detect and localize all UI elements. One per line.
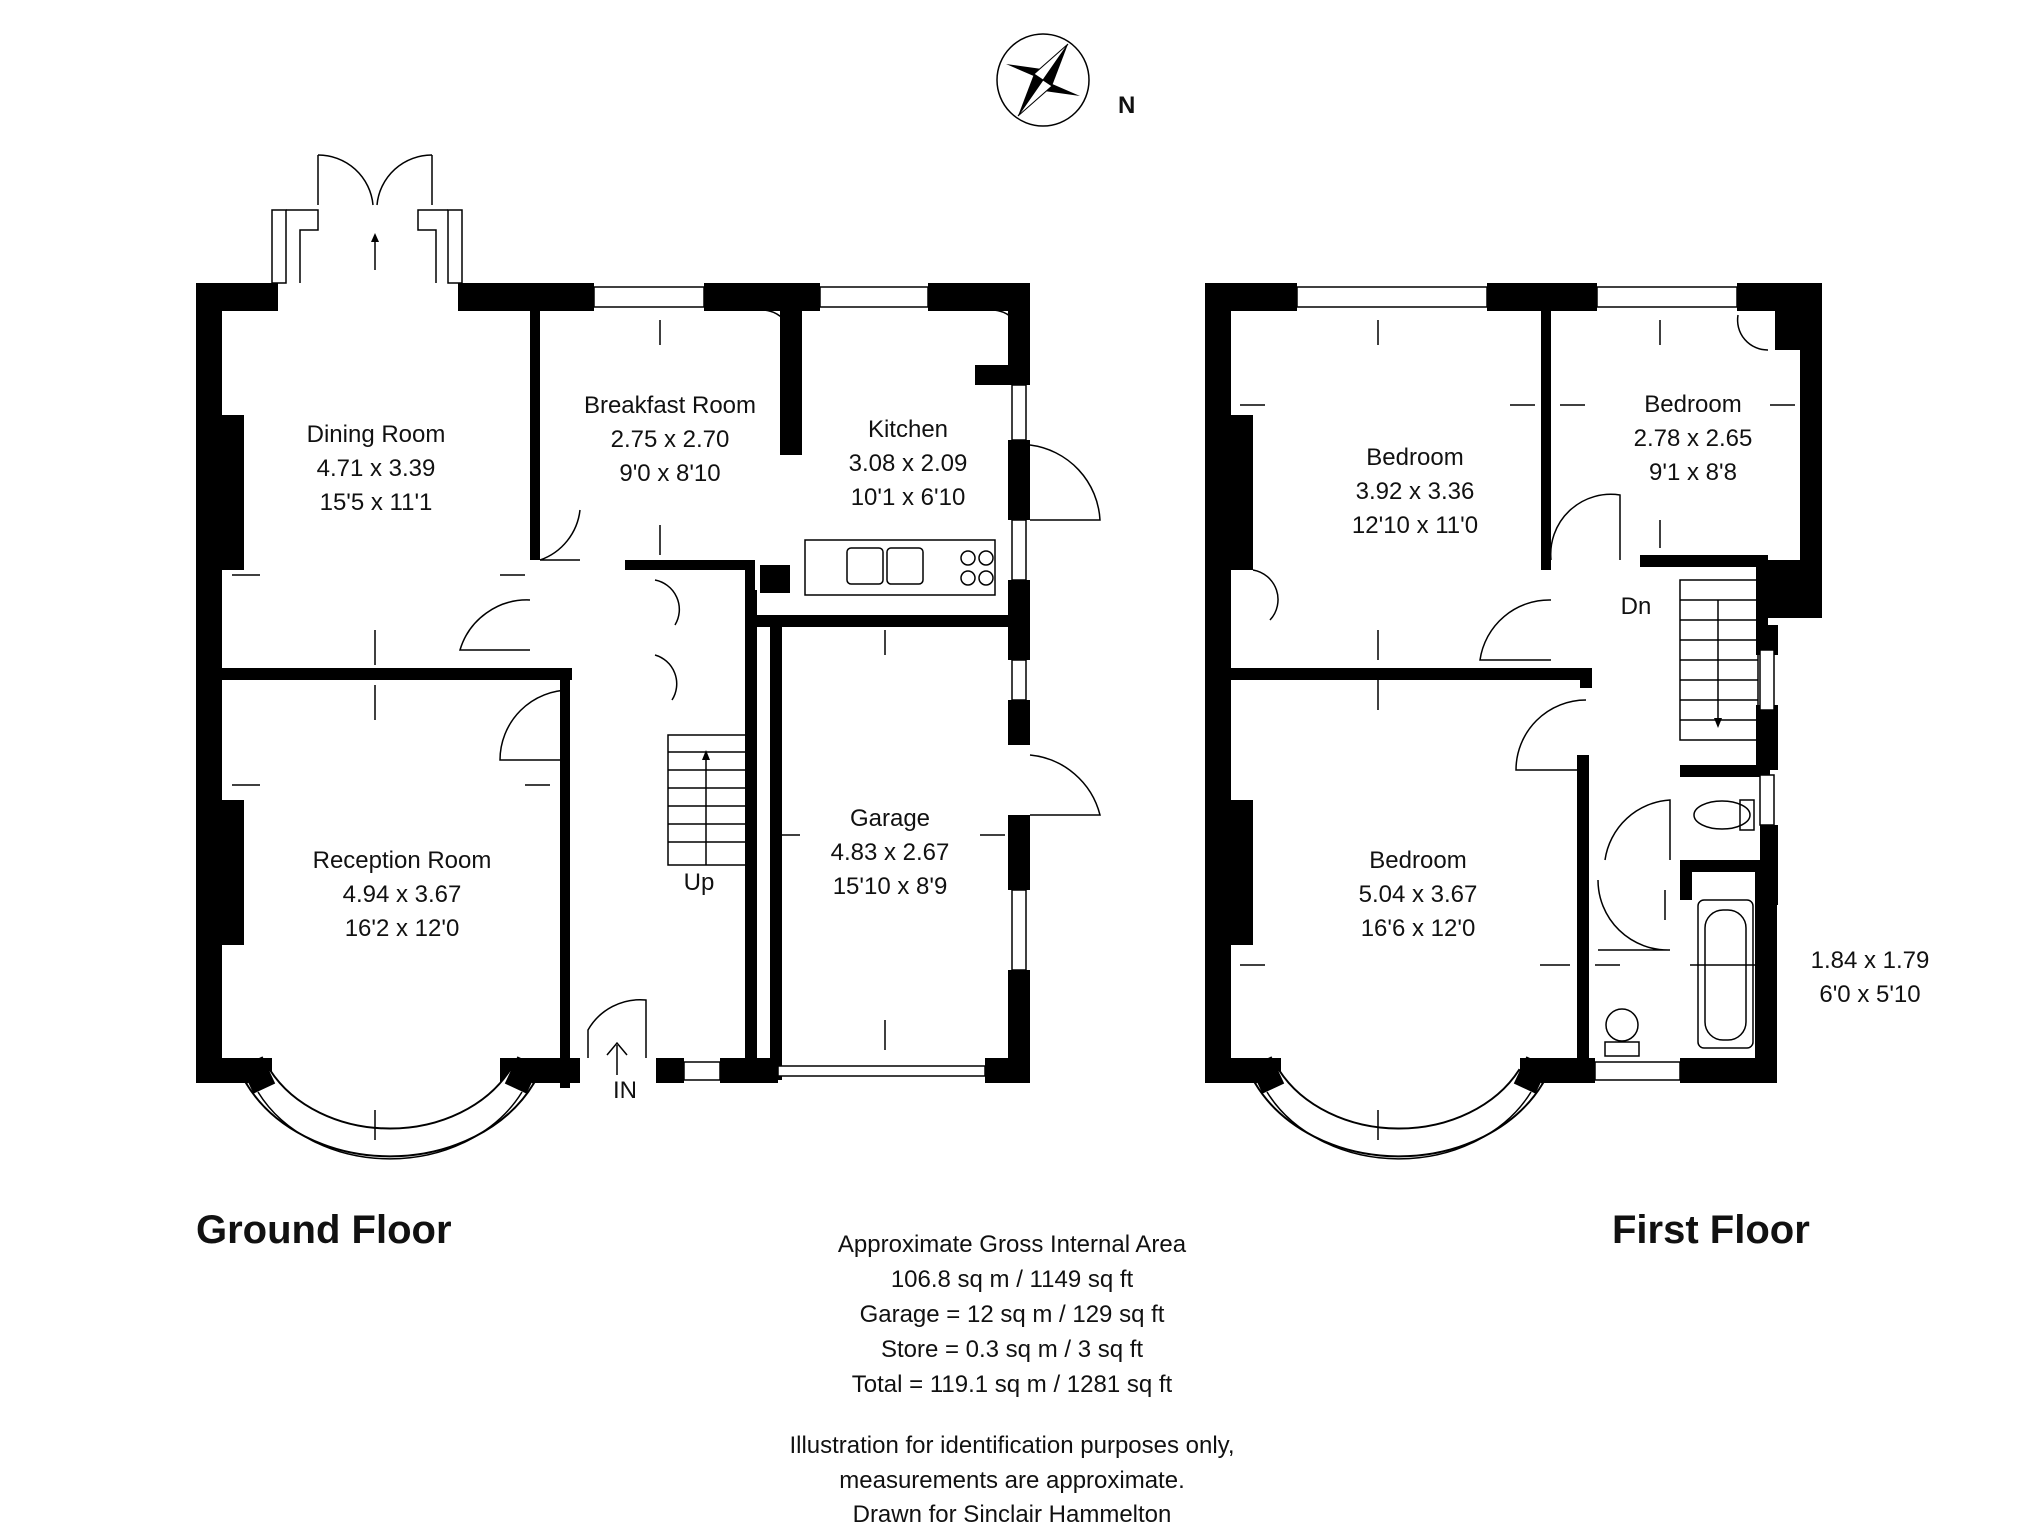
room-label-bedroom-2: Bedroom 2.78 x 2.65 9'1 x 8'8 xyxy=(1634,391,1753,486)
room-name: Garage xyxy=(850,805,930,832)
room-imperial: 10'1 x 6'10 xyxy=(851,484,966,511)
first-floor-stairs xyxy=(1679,579,1759,741)
ground-floor-walls xyxy=(196,283,1030,1088)
ground-floor-windows xyxy=(593,286,1027,1081)
area-line: Store = 0.3 sq m / 3 sq ft xyxy=(881,1336,1143,1363)
area-summary: Approximate Gross Internal Area 106.8 sq… xyxy=(838,1231,1187,1398)
area-line: Garage = 12 sq m / 129 sq ft xyxy=(860,1301,1165,1328)
room-label-garage: Garage 4.83 x 2.67 15'10 x 8'9 xyxy=(831,805,950,900)
room-imperial: 16'6 x 12'0 xyxy=(1361,915,1476,942)
disclaimer-line: measurements are approximate. xyxy=(839,1467,1185,1494)
room-name: Bedroom xyxy=(1369,847,1466,874)
room-label-bedroom-3: Bedroom 5.04 x 3.67 16'6 x 12'0 xyxy=(1359,847,1478,942)
room-imperial: 15'10 x 8'9 xyxy=(833,873,948,900)
room-label-reception-room: Reception Room 4.94 x 3.67 16'2 x 12'0 xyxy=(313,847,492,942)
disclaimer-line: Drawn for Sinclair Hammelton xyxy=(853,1501,1172,1525)
room-imperial: 16'2 x 12'0 xyxy=(345,915,460,942)
room-imperial: 12'10 x 11'0 xyxy=(1352,512,1478,539)
room-metric: 3.08 x 2.09 xyxy=(849,450,968,477)
disclaimer-line: Illustration for identification purposes… xyxy=(789,1432,1234,1459)
room-imperial: 9'0 x 8'10 xyxy=(619,460,720,487)
room-metric: 4.83 x 2.67 xyxy=(831,839,950,866)
compass-rose-icon xyxy=(996,33,1090,127)
room-name: Dining Room xyxy=(307,421,446,448)
kitchen-worktop xyxy=(804,539,996,596)
first-floor-dimension-arrows xyxy=(1240,320,1795,1140)
first-floor-title: First Floor xyxy=(1612,1208,1810,1252)
room-metric: 2.78 x 2.65 xyxy=(1634,425,1753,452)
entrance-arrow-icon xyxy=(606,1041,628,1075)
room-imperial: 6'0 x 5'10 xyxy=(1819,981,1920,1008)
room-name: Breakfast Room xyxy=(584,392,756,419)
disclaimer: Illustration for identification purposes… xyxy=(789,1432,1234,1525)
ground-floor-doors xyxy=(458,309,1101,1058)
room-name: Reception Room xyxy=(313,847,492,874)
room-label-bathroom: 1.84 x 1.79 6'0 x 5'10 xyxy=(1811,947,1930,1008)
room-metric: 4.71 x 3.39 xyxy=(317,455,436,482)
room-label-dining-room: Dining Room 4.71 x 3.39 15'5 x 11'1 xyxy=(307,421,446,516)
stairs-down-label: Dn xyxy=(1621,593,1652,620)
north-label: N xyxy=(1118,92,1135,119)
ground-floor-title: Ground Floor xyxy=(196,1208,452,1252)
room-name: Bedroom xyxy=(1366,444,1463,471)
stairs-up-label: Up xyxy=(684,869,715,896)
ground-floor-dimension-arrows xyxy=(232,320,1005,1140)
bathroom-fixtures xyxy=(1604,799,1755,1057)
first-floor-walls xyxy=(1205,283,1822,1083)
room-label-bedroom-1: Bedroom 3.92 x 3.36 12'10 x 11'0 xyxy=(1352,444,1478,539)
reception-bay-window xyxy=(240,1056,540,1160)
room-metric: 1.84 x 1.79 xyxy=(1811,947,1930,974)
room-metric: 3.92 x 3.36 xyxy=(1356,478,1475,505)
room-imperial: 15'5 x 11'1 xyxy=(320,489,433,516)
room-imperial: 9'1 x 8'8 xyxy=(1649,459,1737,486)
entrance-label: IN xyxy=(613,1077,637,1104)
room-label-kitchen: Kitchen 3.08 x 2.09 10'1 x 6'10 xyxy=(849,416,968,511)
room-label-breakfast-room: Breakfast Room 2.75 x 2.70 9'0 x 8'10 xyxy=(584,392,756,487)
area-line: 106.8 sq m / 1149 sq ft xyxy=(891,1266,1134,1293)
first-floor-windows xyxy=(1296,286,1775,1081)
room-name: Bedroom xyxy=(1644,391,1741,418)
area-line: Total = 119.1 sq m / 1281 sq ft xyxy=(852,1371,1173,1398)
ground-floor-stairs xyxy=(667,734,747,866)
first-floor-doors xyxy=(1252,314,1769,951)
room-name: Kitchen xyxy=(868,416,948,443)
room-metric: 2.75 x 2.70 xyxy=(611,426,730,453)
room-metric: 5.04 x 3.67 xyxy=(1359,881,1478,908)
first-floor-bay-window xyxy=(1249,1056,1549,1160)
dining-room-bay xyxy=(271,154,463,284)
room-metric: 4.94 x 3.67 xyxy=(343,881,462,908)
area-line: Approximate Gross Internal Area xyxy=(838,1231,1187,1258)
